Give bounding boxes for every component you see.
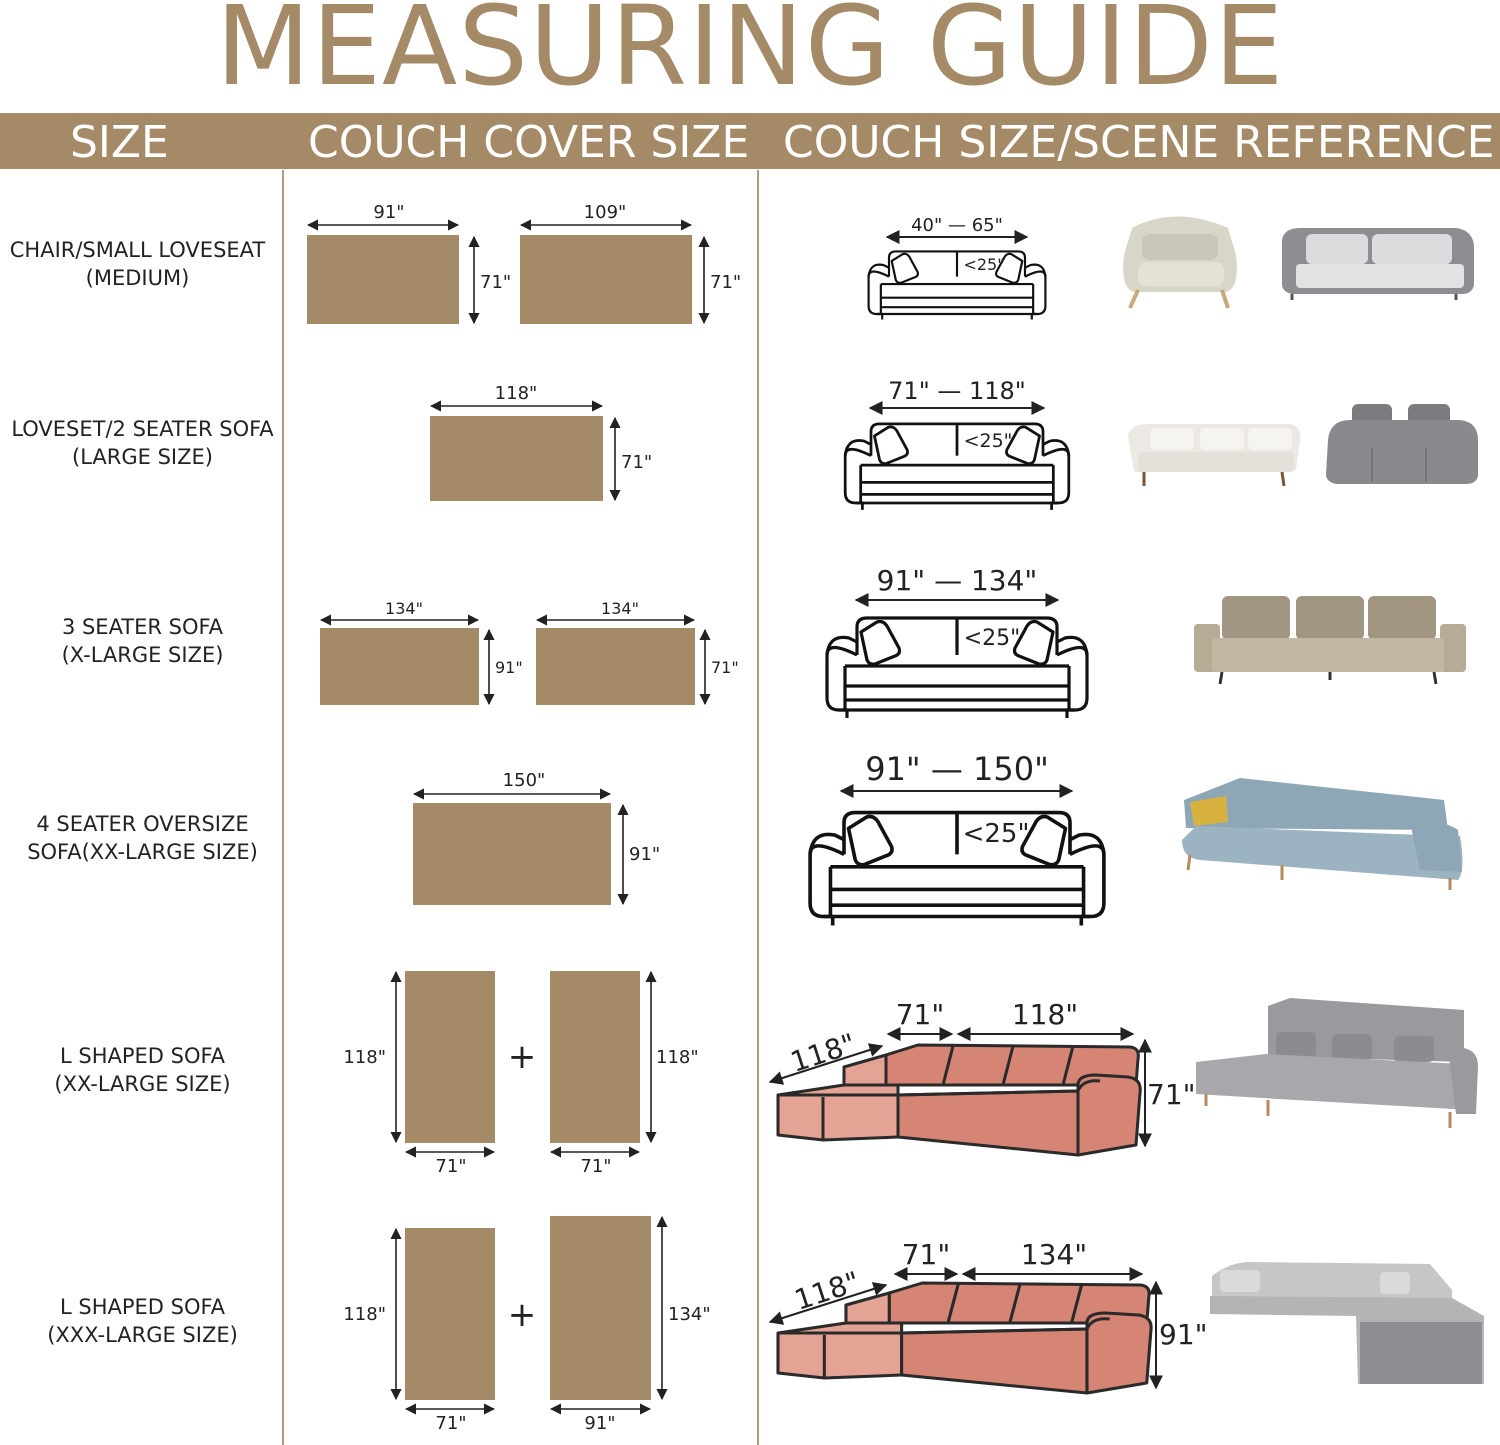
plus-sign: + — [508, 1295, 537, 1335]
three-seater-photo — [1194, 596, 1466, 685]
sofa-outline-icon — [808, 810, 1106, 928]
size-label-l-xx-large: L SHAPED SOFA(XX-LARGE SIZE) — [54, 1044, 231, 1096]
cover-height-label: 71" — [711, 658, 739, 677]
modular-sofa-photo — [1326, 404, 1478, 484]
cover-height-label: 91" — [495, 658, 523, 677]
page-title: MEASURING GUIDE — [215, 0, 1285, 110]
corner-sectional-photo — [1210, 1262, 1484, 1384]
sofa-outline-icon — [867, 250, 1047, 321]
sofa-range-label: 40" — 65" — [911, 215, 1003, 236]
cover-height-label: 118" — [343, 1047, 386, 1068]
l-length-label: 134" — [1021, 1238, 1087, 1271]
cover-width-label: 109" — [584, 202, 627, 223]
armchair-photo — [1123, 216, 1237, 309]
cover-height-label: 71" — [621, 452, 652, 473]
cover-height-label: 134" — [668, 1304, 711, 1325]
seat-depth-label: <25" — [963, 819, 1030, 849]
l-height-label: 71" — [1147, 1078, 1196, 1111]
l-sectional-photo — [1196, 998, 1478, 1128]
column-divider-left — [282, 170, 284, 1445]
seat-depth-label: <25" — [963, 255, 1004, 274]
loveseat-photo — [1282, 228, 1474, 300]
cover-rect — [520, 235, 692, 324]
cover-height-label: 71" — [710, 272, 741, 293]
cover-width-label: 118" — [495, 383, 538, 404]
cover-rect — [413, 803, 611, 905]
cover-height-label: 71" — [480, 272, 511, 293]
cover-rect — [536, 628, 695, 705]
plus-sign: + — [508, 1037, 537, 1077]
size-label-large: LOVESET/2 SEATER SOFA(LARGE SIZE) — [11, 417, 274, 469]
cover-width-label: 71" — [435, 1413, 466, 1434]
cover-rect — [307, 235, 459, 324]
cover-width-label: 91" — [373, 202, 404, 223]
size-label-medium: CHAIR/SMALL LOVESEAT(MEDIUM) — [9, 238, 266, 290]
cover-width-label: 71" — [435, 1156, 466, 1177]
cover-rect — [430, 416, 603, 501]
cover-height-label: 91" — [629, 844, 660, 865]
seat-depth-label: <25" — [964, 626, 1021, 651]
size-label-l-xxx-large: L SHAPED SOFA(XXX-LARGE SIZE) — [47, 1295, 238, 1347]
seat-depth-label: <25" — [964, 430, 1013, 452]
header-cover-size: COUCH COVER SIZE — [308, 117, 750, 168]
cover-rect — [550, 971, 640, 1143]
cover-width-label: 91" — [584, 1413, 615, 1434]
header-scene-reference: COUCH SIZE/SCENE REFERENCE — [783, 117, 1495, 168]
four-seater-photo — [1182, 778, 1463, 890]
cover-rect — [405, 971, 495, 1143]
header-size: SIZE — [70, 117, 169, 168]
column-divider-right — [757, 170, 759, 1445]
cover-height-label: 118" — [656, 1047, 699, 1068]
cover-height-label: 118" — [343, 1304, 386, 1325]
l-depth-label: 71" — [902, 1238, 951, 1271]
l-height-label: 91" — [1159, 1318, 1208, 1351]
cover-width-label: 71" — [580, 1156, 611, 1177]
two-seater-photo — [1128, 424, 1301, 487]
l-length-label: 118" — [1012, 998, 1078, 1031]
cover-rect — [550, 1216, 651, 1400]
l-depth-label: 71" — [896, 998, 945, 1031]
sofa-outline-icon — [843, 422, 1071, 512]
sofa-range-label: 71" — 118" — [888, 377, 1026, 405]
cover-rect — [405, 1228, 495, 1400]
sofa-range-label: 91" — 150" — [865, 750, 1049, 788]
cover-width-label: 134" — [385, 599, 423, 618]
sofa-range-label: 91" — 134" — [877, 564, 1038, 597]
sofa-outline-icon — [825, 616, 1089, 720]
cover-rect — [320, 628, 479, 705]
cover-width-label: 150" — [503, 770, 546, 791]
cover-width-label: 134" — [601, 599, 639, 618]
size-label-x-large: 3 SEATER SOFA(X-LARGE SIZE) — [61, 615, 224, 667]
column-header-bar: SIZE COUCH COVER SIZE COUCH SIZE/SCENE R… — [0, 113, 1500, 169]
